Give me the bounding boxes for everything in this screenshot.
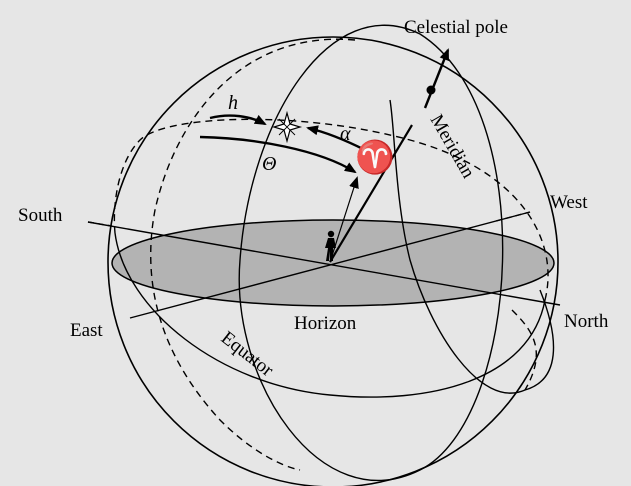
zenith-axis <box>329 124 413 263</box>
right-ascension-symbol: α <box>340 123 351 145</box>
altitude-arrow <box>209 114 267 126</box>
celestial-pole-arrow <box>423 48 450 109</box>
west-label: West <box>550 192 588 213</box>
hour-circle-dashed <box>150 38 356 471</box>
meridian-circle <box>238 24 504 482</box>
observer-icon <box>325 230 336 261</box>
right-ascension-arrow <box>306 125 366 152</box>
equator-back <box>113 118 549 301</box>
sidereal-time-symbol: Θ <box>262 153 276 175</box>
hour-circle-dashed-right <box>511 309 538 391</box>
star-icon <box>271 110 303 144</box>
east-label: East <box>70 320 103 341</box>
celestial-pole-label: Celestial pole <box>404 17 508 38</box>
horizon-label: Horizon <box>294 313 357 334</box>
equator-label: Equator <box>217 327 278 381</box>
vernal-equinox-symbol: ♈ <box>355 139 395 175</box>
north-label: North <box>564 311 609 332</box>
meridian-label: Meridian <box>426 111 479 182</box>
south-line-dashed-ext <box>87 221 113 227</box>
sidereal-time-arrow <box>199 135 357 174</box>
celestial-sphere <box>107 36 559 486</box>
east-west-line <box>129 211 531 319</box>
south-north-line <box>87 221 561 306</box>
south-label: South <box>18 205 63 226</box>
hour-circle-front <box>389 99 555 394</box>
equator-front <box>114 232 546 398</box>
altitude-symbol: h <box>228 92 238 114</box>
